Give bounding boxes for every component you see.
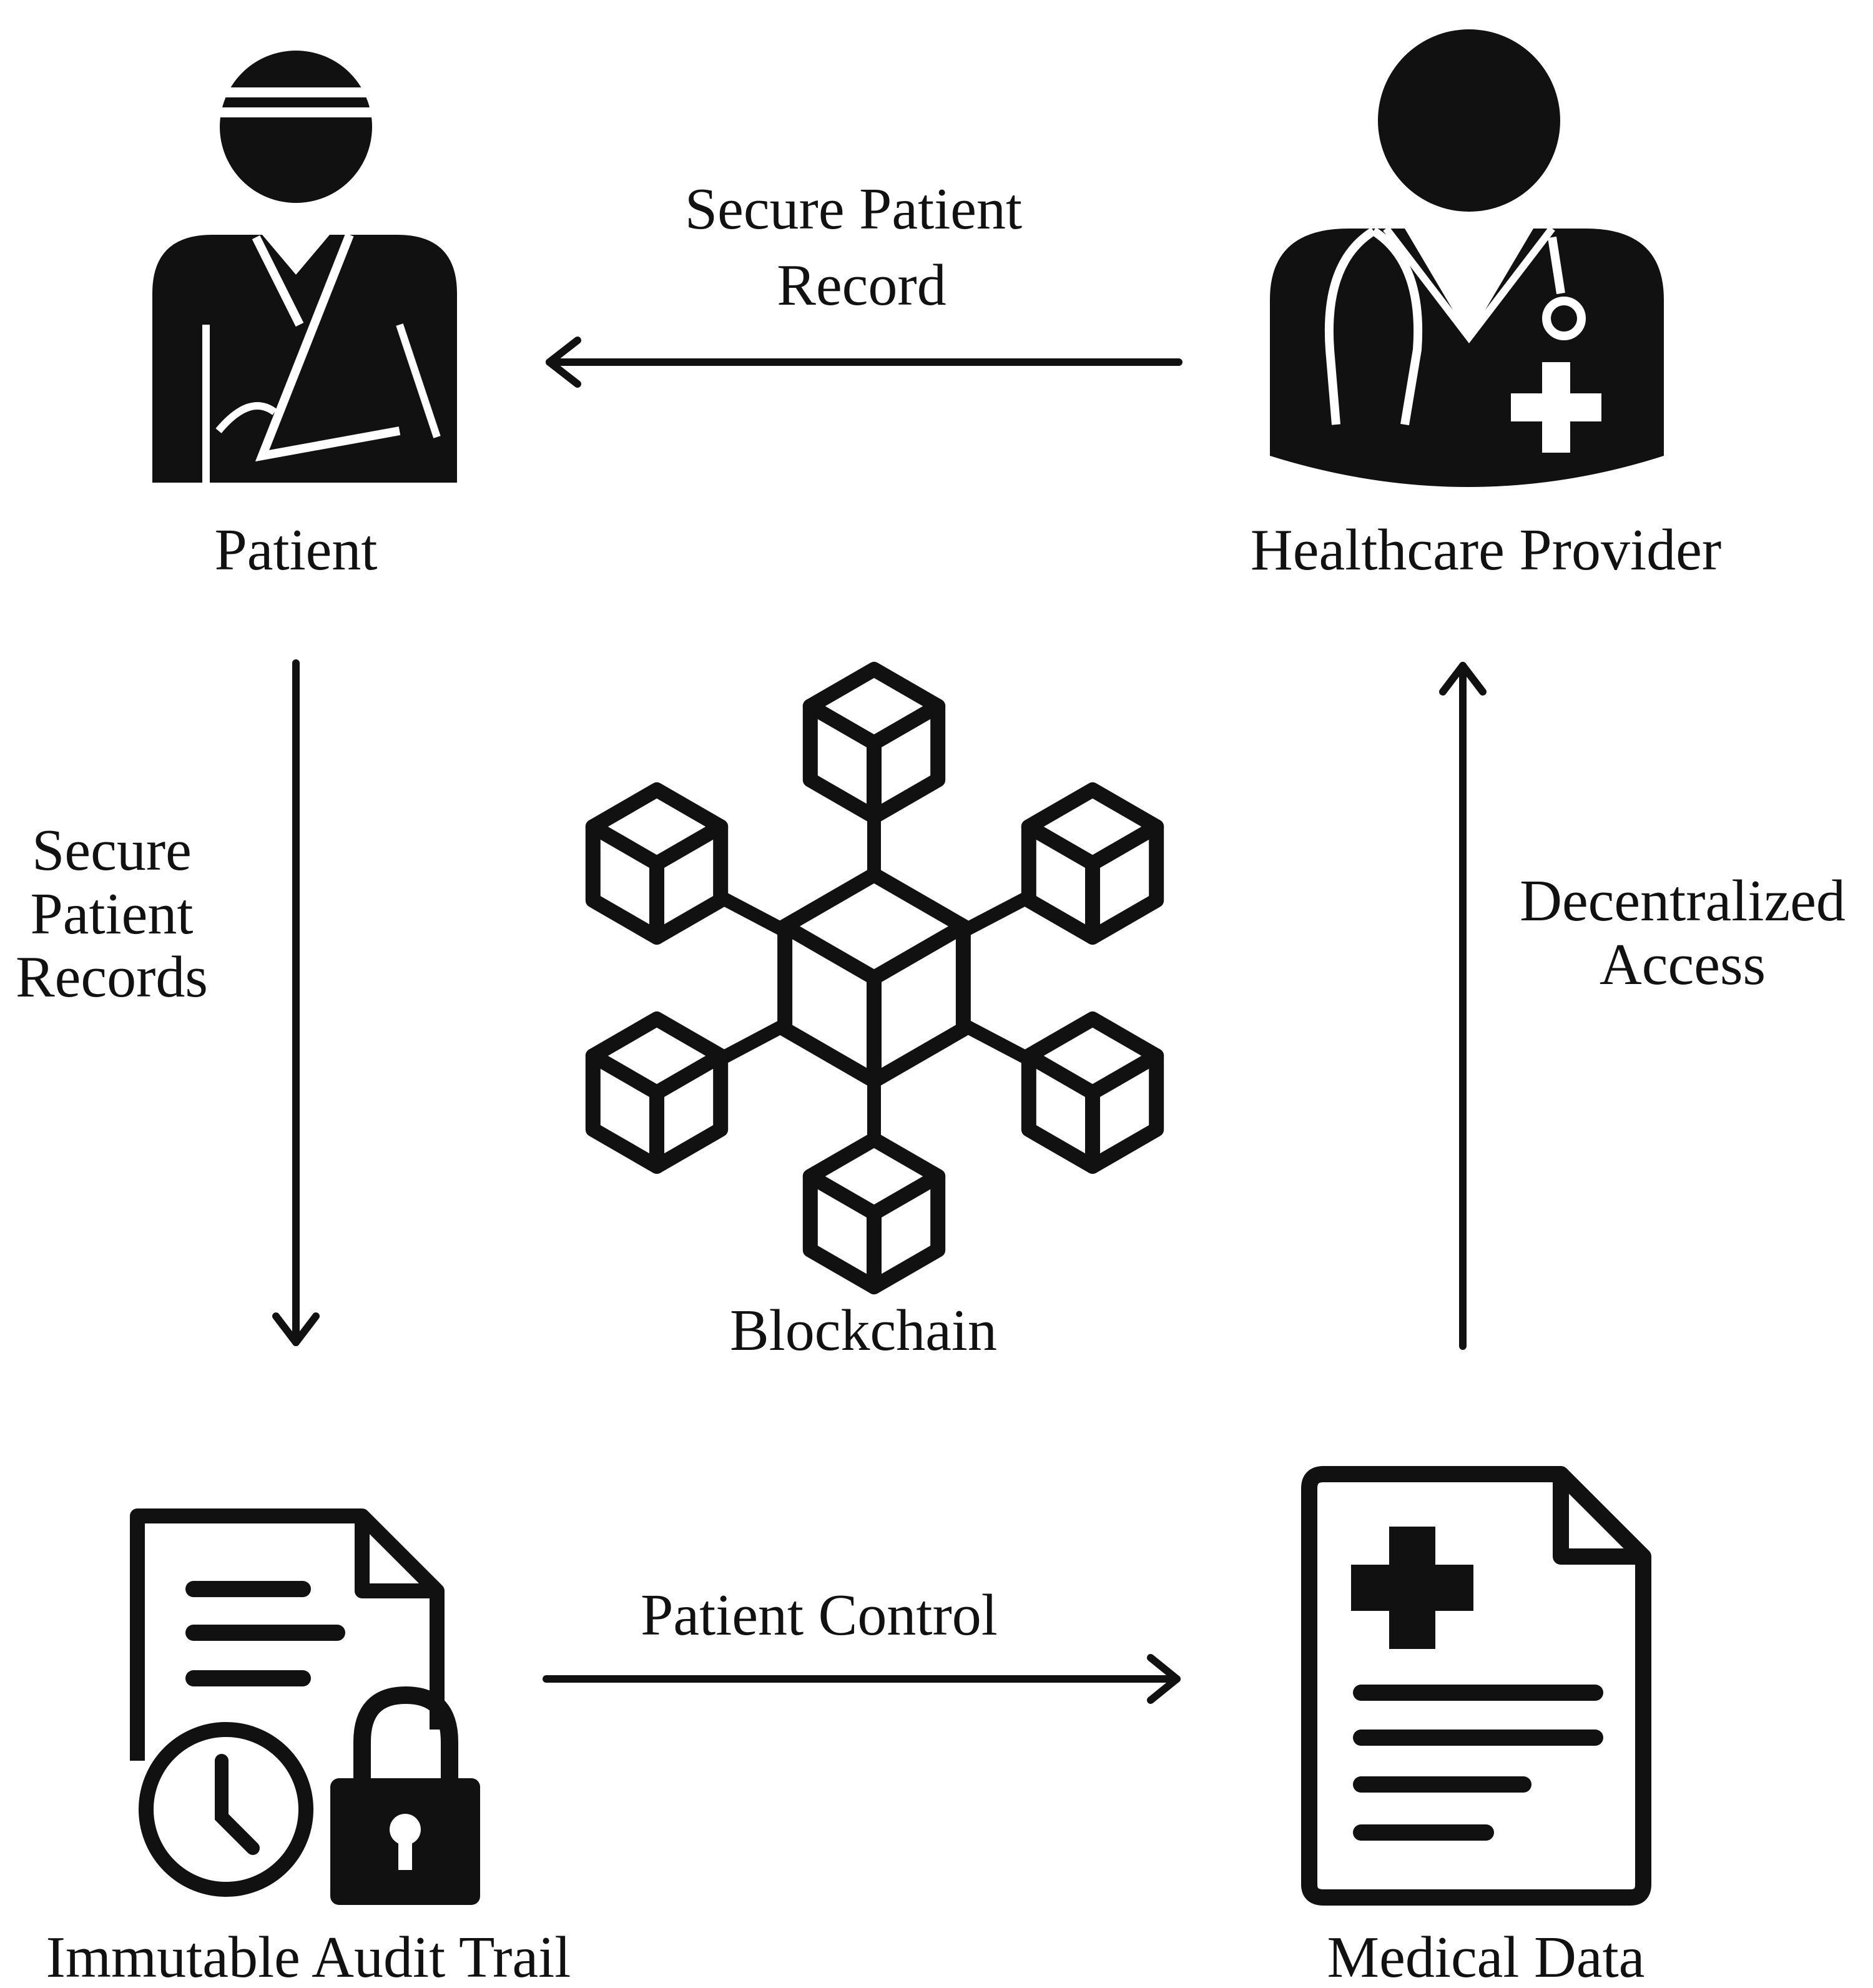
blockchain-label: Blockchain xyxy=(730,1298,997,1363)
block-icon xyxy=(1021,1011,1164,1174)
block-icon xyxy=(802,662,946,824)
lock-icon xyxy=(330,1686,480,1905)
provider-label: Healthcare Provider xyxy=(1251,518,1721,583)
medical-label: Medical Data xyxy=(1327,1925,1645,1988)
audit-label: Immutable Audit Trail xyxy=(46,1925,571,1988)
clock-icon xyxy=(139,1722,313,1897)
arrow-medical-to-provider xyxy=(1439,662,1487,1350)
block-icon xyxy=(585,1011,729,1174)
patient-label: Patient xyxy=(214,518,377,583)
arrow-audit-to-medical xyxy=(543,1654,1181,1704)
injured-patient-icon xyxy=(152,51,457,483)
medical-document-icon xyxy=(1301,1466,1651,1906)
block-icon xyxy=(802,1132,946,1294)
edge-label-line: Patient xyxy=(30,882,193,947)
edge-label-line: Patient Control xyxy=(641,1583,998,1648)
doctor-icon xyxy=(1270,29,1664,487)
edge-label-line: Decentralized xyxy=(1520,869,1846,933)
central-block-icon xyxy=(777,867,971,1088)
arrow-provider-to-patient xyxy=(546,337,1182,388)
edge-label-line: Record xyxy=(777,253,946,318)
edge-label-line: Secure Patient xyxy=(685,177,1022,242)
document-clock-lock-icon xyxy=(130,1508,480,1905)
medical-cross-icon xyxy=(1351,1527,1473,1649)
edge-label-line: Records xyxy=(16,945,208,1010)
block-icon xyxy=(585,782,729,945)
edge-label-line: Access xyxy=(1600,932,1766,997)
arrow-patient-to-audit xyxy=(272,659,320,1346)
blockchain-network-icon xyxy=(585,662,1164,1294)
block-icon xyxy=(1021,782,1164,945)
edge-label-line: Secure xyxy=(32,818,192,883)
